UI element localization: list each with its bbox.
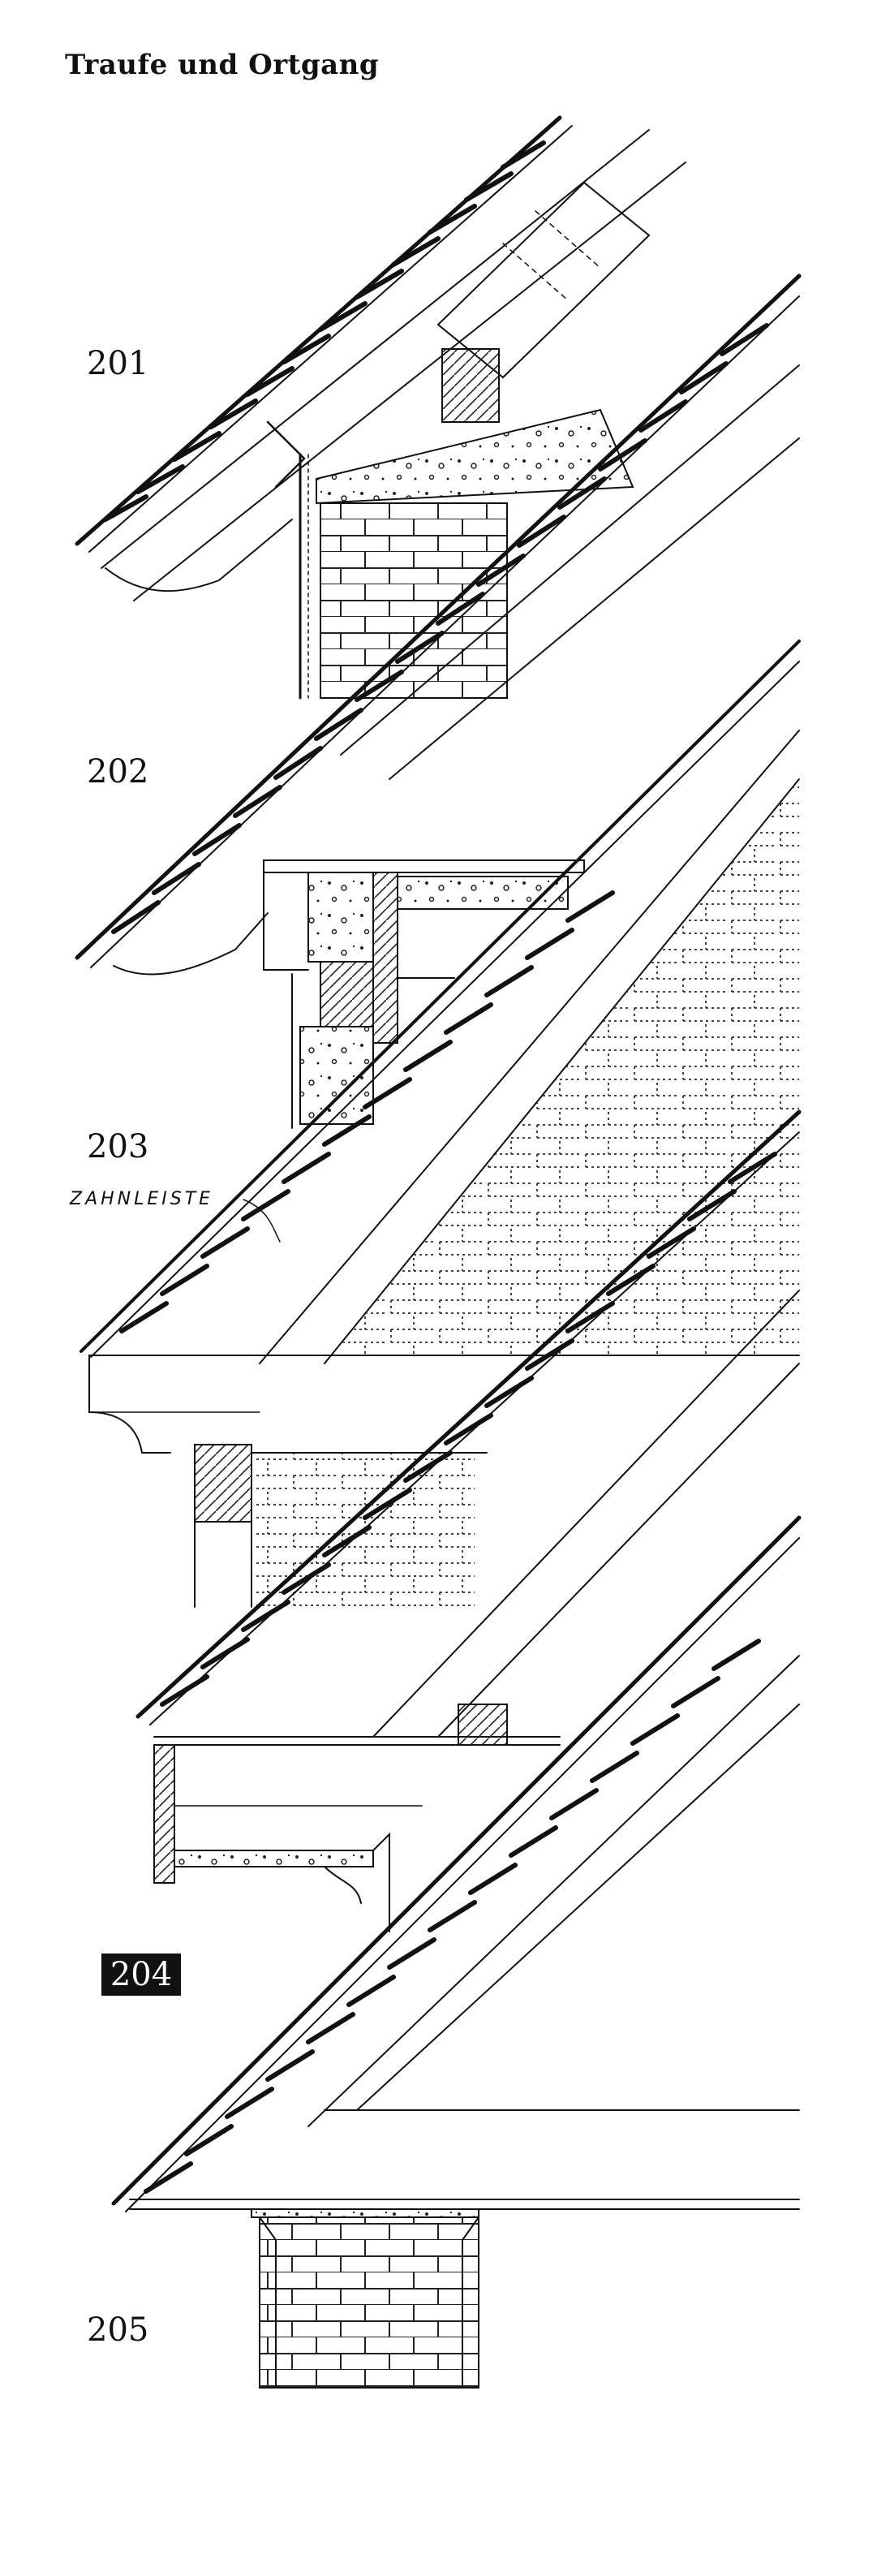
figure-205-drawing [111, 1515, 802, 2389]
zahnleiste-label: ZAHNLEISTE [70, 1189, 214, 1209]
figure-204-drawing [135, 1109, 802, 1932]
figure-number-201: 201 [87, 345, 149, 382]
figure-number-203: 203 [87, 1128, 149, 1165]
page-title: Traufe und Ortgang [65, 49, 380, 81]
figure-number-202: 202 [87, 753, 149, 790]
figure-number-204: 204 [101, 1954, 181, 1996]
figure-201-drawing [75, 115, 686, 700]
figure-202-drawing [75, 274, 802, 1129]
figure-number-205: 205 [87, 2311, 149, 2349]
figure-203-drawing [80, 640, 801, 1608]
